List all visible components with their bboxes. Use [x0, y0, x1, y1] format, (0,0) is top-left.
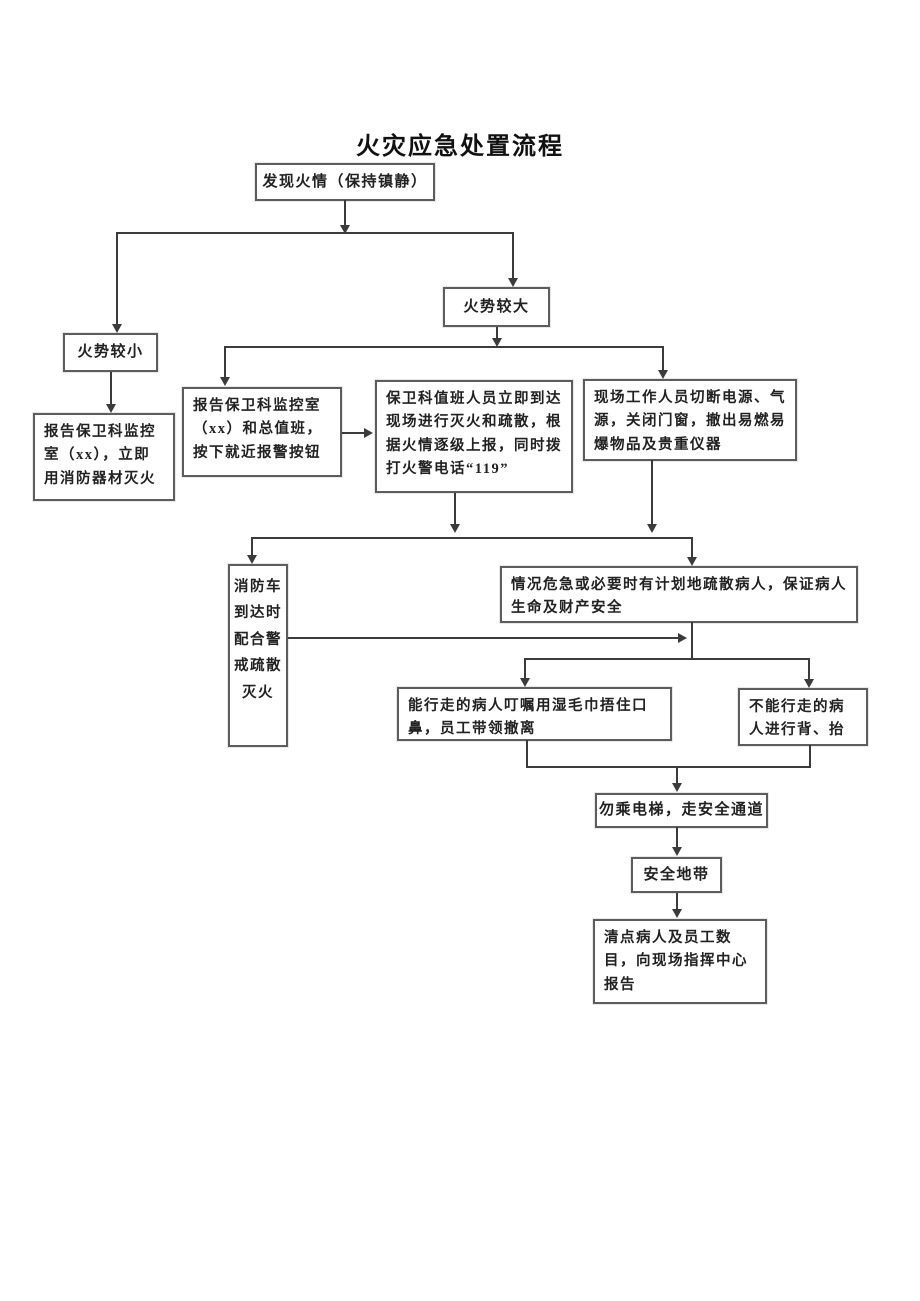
flow-connector-line	[224, 346, 664, 348]
flow-arrowhead-icon	[687, 557, 697, 566]
flow-connector-line	[526, 766, 811, 768]
flow-connector-line	[116, 232, 514, 234]
flow-connector-line	[651, 460, 653, 527]
flow-connector-line	[496, 327, 498, 341]
flow-connector-line	[524, 658, 526, 681]
flow-node-report-monitor-alarm: 报告保卫科监控室（xx）和总值班，按下就近报警按钮	[182, 387, 342, 477]
flow-node-report-monitor-extinguish: 报告保卫科监控室（xx），立即用消防器材灭火	[33, 413, 175, 501]
flow-node-discover-fire: 发现火情（保持镇静）	[255, 163, 435, 201]
flow-connector-line	[691, 537, 693, 560]
flow-connector-line	[110, 372, 112, 407]
flow-connector-line	[344, 200, 346, 228]
flow-connector-line	[526, 740, 528, 768]
flow-arrowhead-icon	[520, 678, 530, 687]
flow-node-evacuate-patients: 情况危急或必要时有计划地疏散病人，保证病人生命及财产安全	[500, 566, 858, 623]
flow-arrowhead-icon	[450, 524, 460, 533]
flow-arrowhead-icon	[678, 633, 687, 643]
flow-arrowhead-icon	[672, 909, 682, 918]
flow-arrowhead-icon	[220, 377, 230, 386]
flow-arrowhead-icon	[364, 428, 373, 438]
flow-connector-line	[288, 637, 680, 639]
flow-arrowhead-icon	[647, 524, 657, 533]
flow-node-safe-zone: 安全地带	[631, 857, 722, 893]
flow-node-security-duty: 保卫科值班人员立即到达现场进行灭火和疏散，根据火情逐级上报，同时拨打火警电话“1…	[375, 380, 573, 493]
flow-connector-line	[662, 346, 664, 373]
flow-arrowhead-icon	[508, 278, 518, 287]
flow-arrowhead-icon	[804, 679, 814, 688]
flow-connector-line	[808, 658, 810, 682]
flow-node-fire-truck: 消防车到达时配合警戒疏散灭火	[228, 564, 288, 747]
flow-arrowhead-icon	[106, 404, 116, 413]
flow-node-fire-small: 火势较小	[63, 333, 158, 372]
flow-connector-line	[342, 432, 367, 434]
flow-node-onsite-staff: 现场工作人员切断电源、气源，关闭门窗，撤出易燃易爆物品及贵重仪器	[583, 379, 797, 461]
flow-connector-line	[454, 493, 456, 527]
flow-arrowhead-icon	[247, 555, 257, 564]
flow-arrowhead-icon	[112, 324, 122, 333]
flow-arrowhead-icon	[672, 783, 682, 792]
flow-connector-line	[251, 537, 693, 539]
flow-node-count-report: 清点病人及员工数目，向现场指挥中心报告	[593, 919, 767, 1004]
flow-node-nonwalkable-patients: 不能行走的病人进行背、抬	[738, 688, 868, 746]
flow-connector-line	[676, 766, 678, 785]
flow-connector-line	[224, 346, 226, 379]
flow-connector-line	[512, 232, 514, 281]
flow-connector-line	[251, 537, 253, 557]
flow-node-walkable-patients: 能行走的病人叮嘱用湿毛巾捂住口鼻，员工带领撤离	[397, 687, 672, 741]
flow-arrowhead-icon	[672, 847, 682, 856]
page-title: 火灾应急处置流程	[356, 133, 564, 160]
flow-arrowhead-icon	[658, 370, 668, 379]
flow-node-no-elevator: 勿乘电梯，走安全通道	[595, 793, 768, 828]
flow-arrowhead-icon	[492, 338, 502, 347]
flow-connector-line	[676, 893, 678, 911]
flow-arrowhead-icon	[340, 225, 350, 234]
flow-connector-line	[691, 622, 693, 660]
flow-connector-line	[116, 232, 118, 327]
flow-node-fire-large: 火势较大	[443, 287, 550, 327]
flow-connector-line	[676, 827, 678, 848]
flow-connector-line	[809, 745, 811, 768]
flow-connector-line	[524, 658, 810, 660]
